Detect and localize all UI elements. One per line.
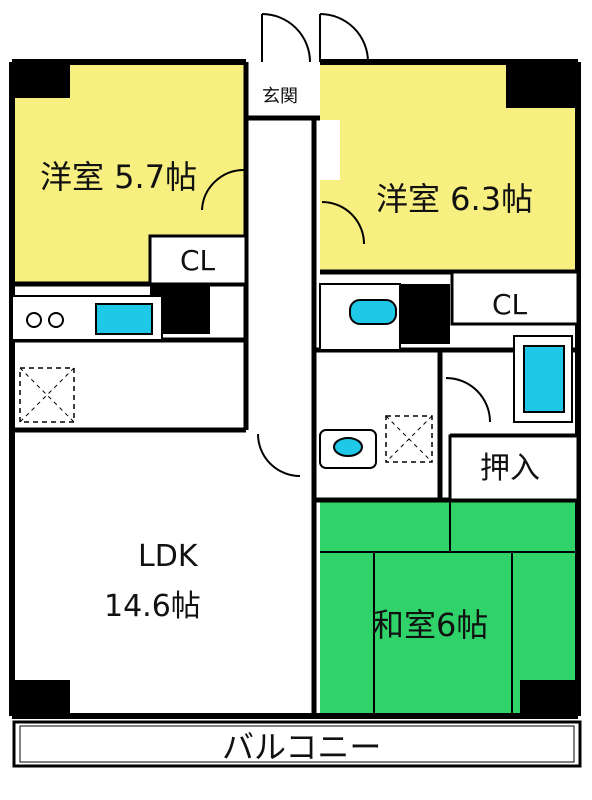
tatami-lines xyxy=(320,500,578,716)
western-room-2-label: 洋室 6.3帖 xyxy=(376,180,533,218)
balcony xyxy=(12,720,582,768)
kitchen xyxy=(11,295,163,423)
washroom xyxy=(319,415,433,469)
western-room-2-fill xyxy=(320,62,578,272)
columns xyxy=(12,62,578,716)
japanese-room-label: 和室6帖 xyxy=(372,606,488,644)
bathtub xyxy=(513,335,573,423)
doors xyxy=(201,13,491,477)
toilet xyxy=(319,283,401,351)
closet-label-2: CL xyxy=(492,288,528,321)
oshiire-label: 押入 xyxy=(480,451,540,486)
balcony-label: バルコニー xyxy=(222,728,381,766)
closets xyxy=(148,234,580,502)
closet-label-1: CL xyxy=(180,244,216,277)
ldk-size-label: 14.6帖 xyxy=(104,589,201,624)
entrance-label: 玄関 xyxy=(262,86,298,107)
western-room-1-label: 洋室 5.7帖 xyxy=(40,158,197,196)
ldk-label: LDK xyxy=(138,539,199,574)
